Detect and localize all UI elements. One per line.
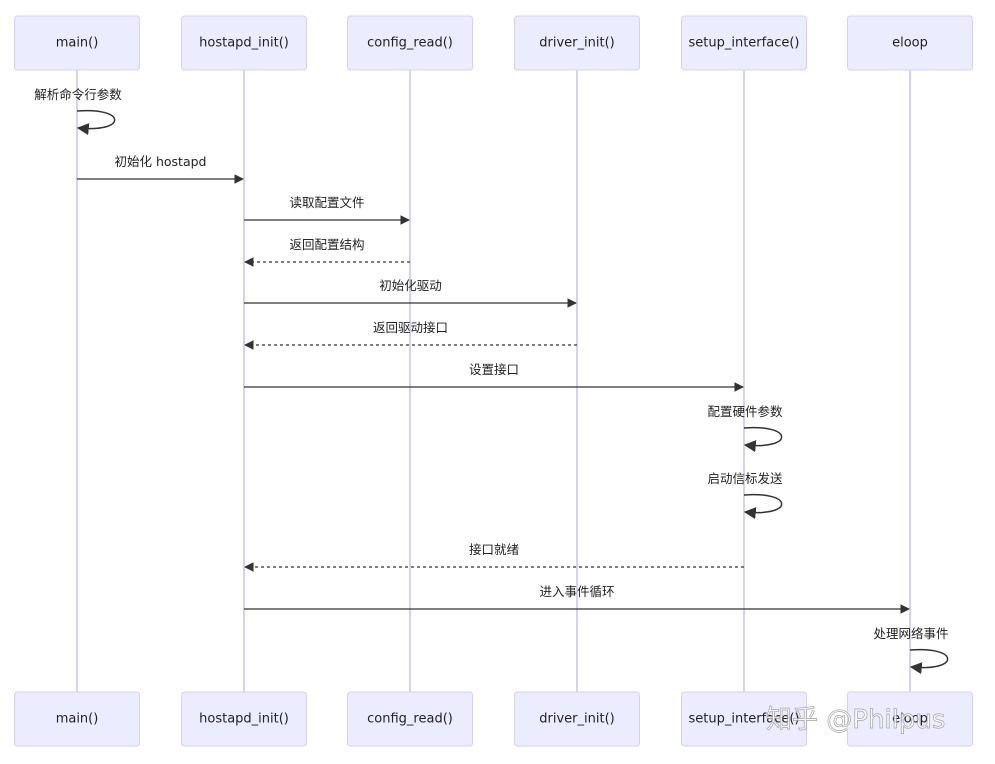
- self-loop-arrow: [909, 648, 949, 675]
- message-label: 读取配置文件: [289, 195, 364, 210]
- participant-label: eloop: [892, 36, 928, 51]
- message-5: 初始化驱动: [244, 278, 577, 308]
- message-label: 处理网络事件: [873, 626, 948, 641]
- message-7: 设置接口: [244, 362, 744, 392]
- self-loop-arrow: [743, 493, 783, 520]
- participant-label: setup_interface(): [689, 36, 800, 51]
- message-label: 解析命令行参数: [34, 87, 122, 102]
- message-3: 读取配置文件: [244, 195, 410, 225]
- message-2: 初始化 hostapd: [77, 154, 244, 184]
- participant-box: [847, 15, 973, 71]
- participants-bottom: main() hostapd_init() config_read() driver_…: [14, 691, 973, 747]
- participant-box: [514, 15, 640, 71]
- participant-setup_interface-top: setup_interface(): [681, 15, 807, 71]
- participant-eloop-top: eloop: [847, 15, 973, 71]
- participant-label: config_read(): [367, 36, 453, 51]
- participant-config_read-top: config_read(): [347, 15, 473, 71]
- participants-top: main() hostapd_init() config_read() driver_…: [14, 15, 973, 71]
- participant-label: hostapd_init(): [199, 712, 289, 727]
- message-12: 处理网络事件: [873, 626, 949, 675]
- message-label: 进入事件循环: [539, 584, 614, 599]
- self-loop-arrow: [743, 426, 783, 453]
- participant-eloop-bottom: eloop: [847, 691, 973, 747]
- message-label: 初始化 hostapd: [115, 154, 207, 169]
- message-10: 接口就绪: [244, 542, 744, 572]
- participant-box: [181, 691, 307, 747]
- participant-box: [681, 15, 807, 71]
- message-label: 设置接口: [469, 362, 519, 377]
- self-loop-arrow: [76, 109, 116, 136]
- participant-config_read-bottom: config_read(): [347, 691, 473, 747]
- message-label: 启动信标发送: [707, 471, 783, 486]
- message-9: 启动信标发送: [707, 471, 783, 520]
- participant-label: setup_interface(): [689, 712, 800, 727]
- participant-label: eloop: [892, 712, 928, 727]
- participant-label: main(): [56, 712, 99, 727]
- message-11: 进入事件循环: [244, 584, 910, 614]
- participant-main-bottom: main(): [14, 691, 140, 747]
- message-1: 解析命令行参数: [34, 87, 122, 136]
- participant-label: driver_init(): [539, 36, 614, 51]
- participant-label: main(): [56, 36, 99, 51]
- participant-hostapd_init-top: hostapd_init(): [181, 15, 307, 71]
- participant-box: [514, 691, 640, 747]
- participant-box: [14, 15, 140, 71]
- participant-hostapd_init-bottom: hostapd_init(): [181, 691, 307, 747]
- participant-label: driver_init(): [539, 712, 614, 727]
- participant-driver_init-bottom: driver_init(): [514, 691, 640, 747]
- message-label: 初始化驱动: [379, 278, 442, 293]
- message-8: 配置硬件参数: [707, 404, 783, 453]
- participant-box: [347, 15, 473, 71]
- message-label: 返回驱动接口: [373, 320, 448, 335]
- message-4: 返回配置结构: [244, 237, 410, 267]
- message-6: 返回驱动接口: [244, 320, 577, 350]
- participant-main-top: main(): [14, 15, 140, 71]
- participant-box: [14, 691, 140, 747]
- participant-box: [681, 691, 807, 747]
- participant-driver_init-top: driver_init(): [514, 15, 640, 71]
- lifelines: [76, 70, 911, 692]
- participant-label: hostapd_init(): [199, 36, 289, 51]
- participant-label: config_read(): [367, 712, 453, 727]
- message-label: 返回配置结构: [289, 237, 364, 252]
- message-label: 接口就绪: [469, 542, 519, 557]
- watermark-text: 知乎 @Philpus: [766, 705, 945, 735]
- participant-setup_interface-bottom: setup_interface(): [681, 691, 807, 747]
- participant-box: [847, 691, 973, 747]
- participant-box: [347, 691, 473, 747]
- participant-box: [181, 15, 307, 71]
- message-label: 配置硬件参数: [707, 404, 783, 419]
